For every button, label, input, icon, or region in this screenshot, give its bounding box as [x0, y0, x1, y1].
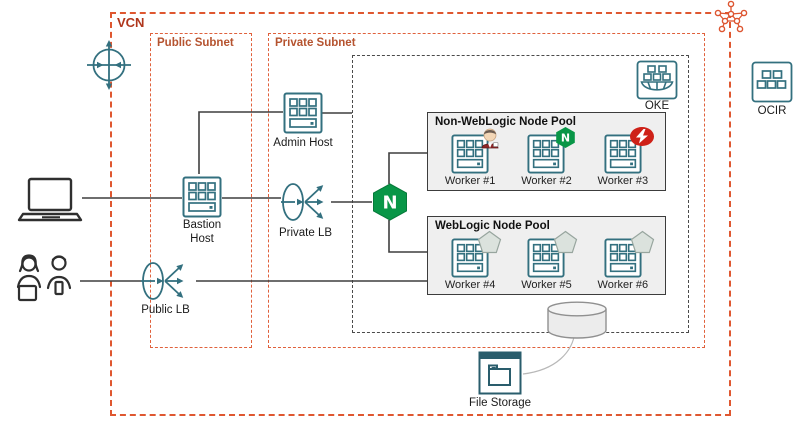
admin-host-icon	[283, 92, 323, 134]
file-storage-icon	[478, 351, 522, 395]
pool-title: Non-WebLogic Node Pool	[435, 116, 576, 128]
private-lb-label: Private LB	[278, 227, 333, 239]
ocir-icon	[751, 61, 793, 103]
public-lb-icon	[140, 256, 194, 306]
oke-cluster-boundary	[352, 55, 689, 333]
vcn-boundary: VCN	[110, 12, 731, 416]
worker-node-2: N Worker #2	[510, 127, 582, 187]
worker-node-6: Worker #6	[587, 230, 659, 291]
bastion-host-icon	[182, 176, 222, 218]
weblogic-pentagon-icon	[553, 230, 578, 254]
pool-title: WebLogic Node Pool	[435, 220, 550, 232]
vcn-label: VCN	[117, 15, 145, 30]
worker-label: Worker #4	[444, 279, 496, 291]
compute-icon	[451, 238, 489, 278]
weblogic-node-pool: WebLogic Node Pool Worker #4 W	[427, 216, 666, 295]
private-lb-icon	[280, 177, 334, 227]
non-weblogic-node-pool: Non-WebLogic Node Pool Worker #1 N	[427, 112, 666, 191]
file-storage-label: File Storage	[468, 397, 531, 409]
svg-text:N: N	[382, 193, 397, 214]
drg-icon	[81, 37, 137, 93]
compute-icon	[527, 134, 566, 174]
public-subnet-label: Public Subnet	[157, 37, 234, 49]
users-icon	[12, 250, 78, 304]
worker-label: Worker #3	[597, 175, 649, 187]
admin-host-label: Admin Host	[273, 137, 333, 149]
worker-node-5: Worker #5	[510, 230, 582, 291]
ocir-label: OCIR	[757, 105, 787, 117]
jenkins-icon	[480, 126, 500, 149]
laptop-icon	[16, 177, 84, 223]
oke-label: OKE	[644, 100, 670, 112]
compute-icon	[604, 238, 642, 278]
compute-icon	[451, 134, 489, 174]
weblogic-pentagon-icon	[477, 230, 502, 254]
worker-node-1: Worker #1	[434, 128, 506, 187]
private-subnet-boundary: Private Subnet	[268, 33, 705, 348]
public-subnet-boundary: Public Subnet	[150, 33, 252, 348]
weblogic-pentagon-icon	[630, 230, 655, 254]
worker-label: Worker #5	[521, 279, 572, 291]
worker-node-4: Worker #4	[434, 230, 506, 291]
nginx-ingress-icon: N	[371, 182, 409, 222]
worker-label: Worker #2	[521, 175, 572, 187]
lightning-icon	[629, 126, 655, 147]
public-lb-label: Public LB	[141, 304, 190, 316]
oke-icon	[636, 60, 678, 100]
svg-text:N: N	[561, 132, 570, 145]
worker-label: Worker #6	[597, 279, 649, 291]
private-subnet-label: Private Subnet	[275, 37, 356, 49]
compute-icon	[604, 134, 642, 174]
nginx-icon: N	[555, 126, 576, 149]
compute-icon	[527, 238, 566, 278]
bastion-host-label: Bastion Host	[182, 219, 222, 245]
internet-icon	[712, 0, 750, 34]
worker-node-3: Worker #3	[587, 127, 659, 187]
database-cylinder-icon	[546, 300, 608, 340]
worker-label: Worker #1	[444, 175, 496, 187]
